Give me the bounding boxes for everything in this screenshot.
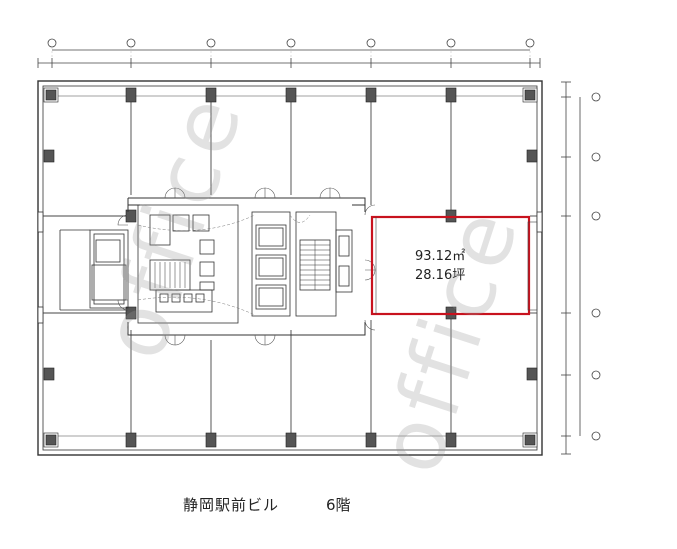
grid-marker-2 — [126, 38, 136, 48]
right-dimension-line — [561, 81, 581, 455]
row-grid-markers — [591, 92, 601, 441]
core-left-block — [59, 229, 129, 311]
floor-number: 6階 — [326, 496, 351, 514]
grid-marker-1 — [47, 38, 57, 48]
grid-marker-3 — [206, 38, 216, 48]
grid-marker-5 — [366, 38, 376, 48]
grid-marker-4 — [286, 38, 296, 48]
grid-marker-6 — [446, 38, 456, 48]
vacancy-area-label: 93.12㎡ 28.16坪 — [415, 247, 465, 285]
column-grid-markers — [47, 38, 535, 48]
building-name: 静岡駅前ビル — [183, 496, 280, 514]
top-dimension-line — [37, 49, 541, 68]
area-tsubo: 28.16坪 — [415, 268, 466, 283]
core-elevator-block — [251, 211, 353, 317]
vacant-unit-highlight[interactable] — [370, 215, 531, 316]
grid-marker-7 — [525, 38, 535, 48]
dashed-door-paths — [137, 214, 311, 316]
area-sqm: 93.12㎡ — [415, 249, 466, 264]
vacant-unit-inner — [375, 217, 538, 314]
door-swings — [117, 187, 376, 346]
core-center-block — [137, 204, 239, 324]
floor-caption: 静岡駅前ビル 6階 — [0, 494, 677, 524]
core-outline — [127, 197, 366, 336]
floor-plan — [37, 38, 601, 456]
